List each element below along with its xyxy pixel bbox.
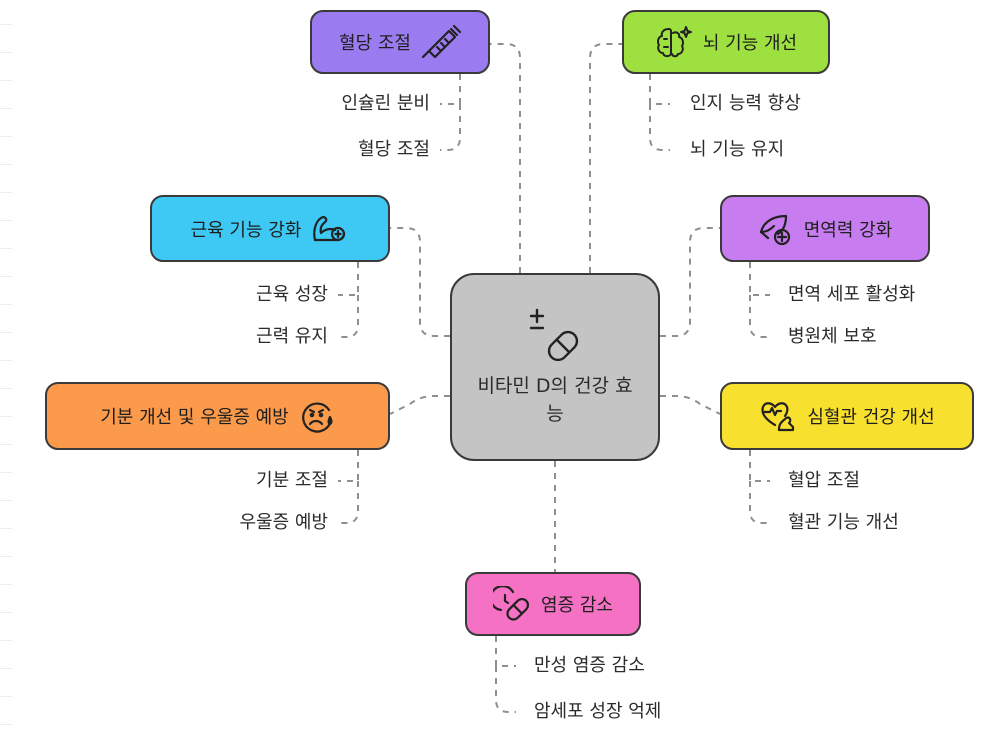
leaf-strength: 근력 유지 (256, 326, 328, 347)
link-inflammation-leaf-1 (495, 636, 516, 667)
syringe-icon (421, 25, 461, 59)
leaf-insulin: 인슐린 분비 (341, 93, 430, 114)
link-immune (660, 227, 720, 337)
branch-label: 뇌 기능 개선 (702, 33, 798, 54)
link-brain (589, 43, 622, 273)
branch-label: 기분 개선 및 우울증 예방 (100, 407, 289, 428)
link-blood-sugar-leaf-2 (440, 104, 461, 151)
center-title: 비타민 D의 건강 효능 (477, 375, 633, 425)
branch-label: 혈당 조절 (339, 33, 411, 54)
pill-clock-icon (493, 586, 530, 621)
leaf-cancer-suppression: 암세포 성장 억제 (534, 701, 662, 722)
link-brain-leaf-2 (649, 104, 670, 151)
link-brain-leaf-1 (649, 74, 670, 105)
leaf-blood-pressure: 혈압 조절 (788, 470, 860, 491)
leaf-immune-cells: 면역 세포 활성화 (788, 284, 916, 305)
mood-face-icon (301, 402, 333, 433)
leaf-mood-control: 기분 조절 (256, 470, 328, 491)
leaf-muscle-growth: 근육 성장 (256, 284, 328, 305)
link-immune-leaf-2 (749, 295, 770, 338)
link-mood-leaf-2 (338, 481, 359, 524)
branch-mood[interactable]: 기분 개선 및 우울증 예방 (45, 382, 390, 450)
link-blood-sugar-leaf-1 (440, 74, 461, 105)
branch-label: 근육 기능 강화 (190, 219, 302, 241)
leaf-brain-maintenance: 뇌 기능 유지 (690, 139, 785, 160)
leaf-cognition: 인지 능력 향상 (690, 93, 801, 114)
branch-label: 심혈관 건강 개선 (807, 407, 935, 428)
link-heart-leaf-1 (749, 450, 770, 482)
branch-heart[interactable]: 심혈관 건강 개선 (720, 382, 974, 450)
branch-blood-sugar[interactable]: 혈당 조절 (310, 10, 490, 74)
link-mood-leaf-1 (338, 450, 359, 482)
leaf-glucose-control: 혈당 조절 (358, 139, 430, 160)
link-muscle-leaf-1 (338, 262, 359, 296)
branch-brain[interactable]: 뇌 기능 개선 (622, 10, 830, 74)
link-blood-sugar (490, 43, 521, 273)
link-muscle-leaf-2 (338, 295, 359, 338)
link-heart (660, 395, 721, 415)
branch-immune[interactable]: 면역력 강화 (720, 195, 930, 262)
flexed-arm-icon (313, 215, 346, 241)
brain-icon (656, 26, 692, 58)
heart-pulse-icon (761, 402, 795, 432)
link-muscle (390, 227, 450, 337)
branch-label: 염증 감소 (541, 595, 613, 616)
leaf-depression-prevention: 우울증 예방 (239, 512, 328, 533)
leaf-chronic-inflammation: 만성 염증 감소 (534, 655, 645, 676)
link-inflammation-leaf-2 (495, 666, 516, 713)
link-heart-leaf-2 (749, 481, 770, 524)
link-mood (389, 395, 450, 415)
plus-minus-pill-icon (529, 308, 579, 362)
leaf-pathogen: 병원체 보호 (788, 326, 877, 347)
leaf-vascular-function: 혈관 기능 개선 (788, 512, 899, 533)
branch-muscle[interactable]: 근육 기능 강화 (150, 195, 390, 262)
branch-label: 면역력 강화 (803, 219, 893, 241)
branch-inflammation[interactable]: 염증 감소 (465, 572, 641, 636)
leaf-medical-icon (759, 214, 790, 245)
link-immune-leaf-1 (749, 262, 770, 296)
left-edge-ruler (0, 0, 14, 736)
center-node: 비타민 D의 건강 효능 (450, 273, 660, 461)
